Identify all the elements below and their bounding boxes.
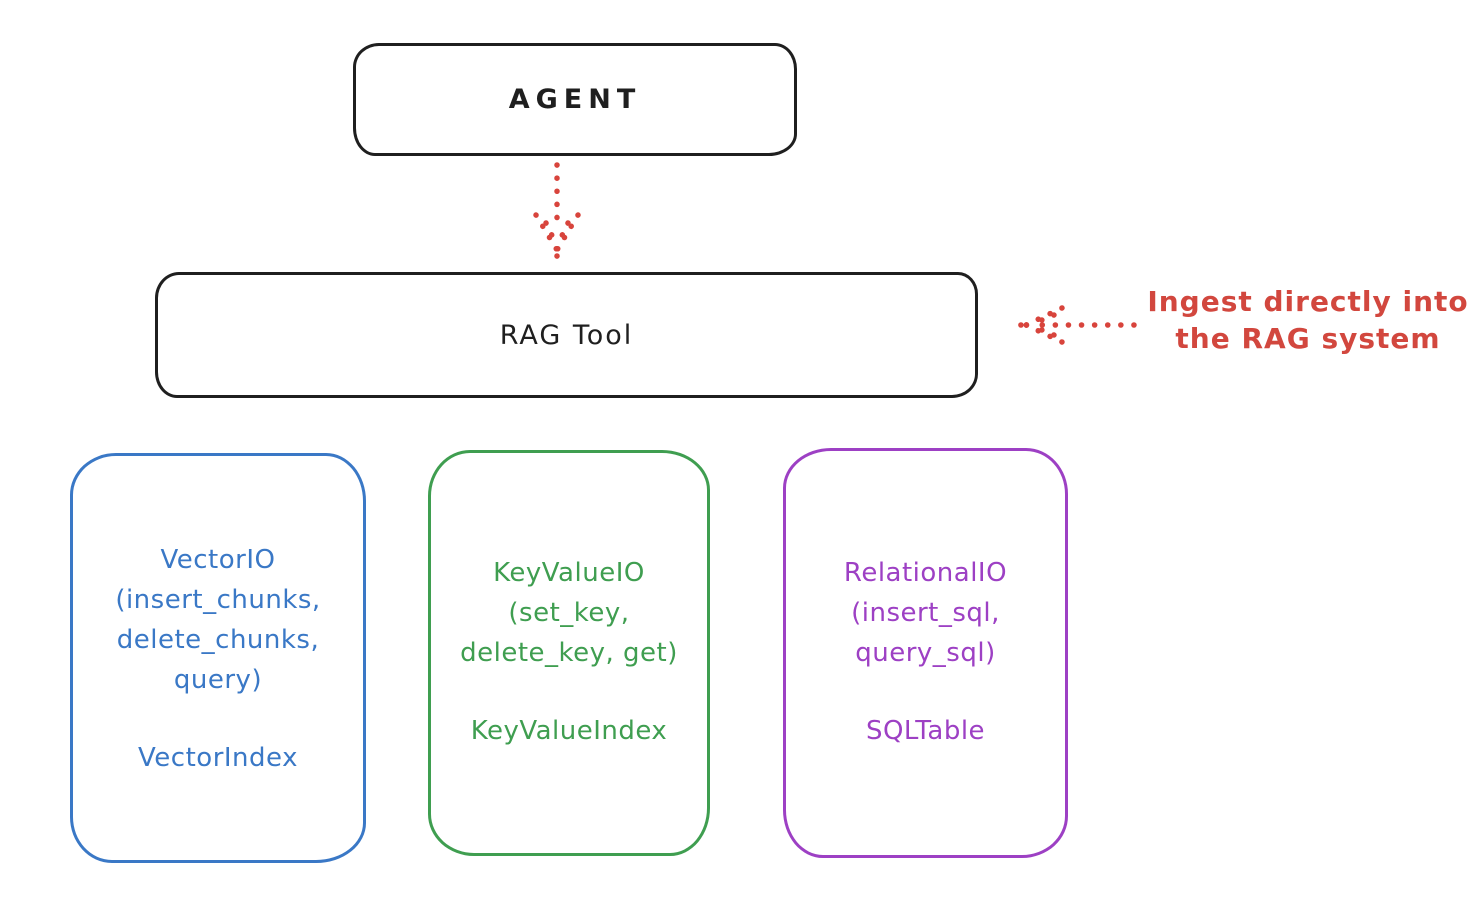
relational-io-text: RelationalIO (insert_sql, query_sql) SQL… — [786, 553, 1065, 751]
backend-line: delete_key, get) — [460, 638, 678, 668]
annotation-text: Ingest directly into the RAG system — [1140, 283, 1476, 357]
vector-io-node: VectorIO (insert_chunks, delete_chunks, … — [70, 453, 366, 863]
vector-io-text: VectorIO (insert_chunks, delete_chunks, … — [73, 540, 363, 778]
backend-line: query_sql) — [855, 638, 996, 668]
backend-line: (set_key, — [508, 598, 630, 628]
backend-line: KeyValueIO — [493, 558, 645, 588]
backend-line: VectorIO — [160, 545, 276, 575]
sql-table-label: SQLTable — [865, 716, 986, 746]
keyvalue-io-node: KeyValueIO (set_key, delete_key, get) Ke… — [428, 450, 710, 856]
backend-line: delete_chunks, — [116, 625, 320, 655]
keyvalue-io-text: KeyValueIO (set_key, delete_key, get) Ke… — [431, 553, 707, 751]
relational-io-node: RelationalIO (insert_sql, query_sql) SQL… — [783, 448, 1068, 858]
backend-line: query) — [173, 665, 263, 695]
backend-line: RelationalIO — [843, 558, 1008, 588]
agent-label: AGENT — [508, 84, 642, 115]
keyvalue-index-label: KeyValueIndex — [470, 716, 668, 746]
vector-index-label: VectorIndex — [138, 743, 298, 773]
annotation-line: the RAG system — [1175, 322, 1441, 355]
annotation-line: Ingest directly into — [1147, 285, 1469, 318]
backend-line: (insert_chunks, — [115, 585, 321, 615]
backend-line: (insert_sql, — [851, 598, 1000, 628]
agent-node: AGENT — [353, 43, 797, 156]
rag-tool-node: RAG Tool — [155, 272, 978, 398]
arrow-left-icon — [1018, 305, 1137, 345]
rag-tool-label: RAG Tool — [499, 319, 634, 351]
arrow-down-icon — [533, 162, 581, 259]
